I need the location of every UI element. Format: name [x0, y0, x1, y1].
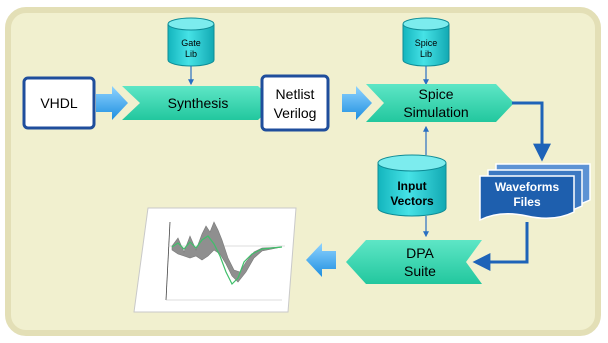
synthesis-step: Synthesis — [122, 86, 276, 120]
gate-lib-database-icon: Gate Lib — [167, 17, 215, 67]
waveforms-label-line1: Waveforms — [495, 180, 560, 194]
vhdl-box: VHDL — [22, 76, 96, 130]
dpa-suite-step: DPA Suite — [346, 240, 482, 284]
gate-lib-label-line1: Gate — [181, 38, 201, 48]
netlist-verilog-box: Netlist Verilog — [260, 74, 330, 132]
netlist-label-line1: Netlist — [276, 86, 315, 102]
dpa-label-line1: DPA — [406, 245, 434, 261]
spice-sim-label-line1: Spice — [418, 86, 453, 102]
spice-sim-label-line2: Simulation — [403, 104, 468, 120]
fat-arrow-icon — [96, 86, 128, 120]
synthesis-label: Synthesis — [168, 95, 229, 111]
spice-lib-label-line1: Spice — [415, 38, 438, 48]
netlist-label-line2: Verilog — [274, 105, 317, 121]
spice-lib-database-icon: Spice Lib — [402, 17, 450, 67]
gate-lib-label-line2: Lib — [185, 49, 197, 59]
spice-simulation-step: Spice Simulation — [366, 84, 514, 122]
dpa-label-line2: Suite — [404, 263, 436, 279]
input-vectors-label-line2: Vectors — [390, 194, 434, 208]
waveforms-to-dpa-arrow — [472, 222, 529, 271]
waveform-plot-thumbnail — [133, 207, 297, 313]
fat-arrow-icon — [306, 243, 336, 277]
vhdl-label: VHDL — [40, 95, 78, 111]
simulation-to-waveforms-arrow — [512, 101, 551, 162]
waveforms-label-line2: Files — [513, 195, 541, 209]
input-vectors-database-icon: Input Vectors — [377, 154, 447, 217]
document-stack-icon: Waveforms Files — [479, 163, 591, 222]
input-vectors-label-line1: Input — [397, 179, 426, 193]
fat-arrow-icon — [342, 86, 372, 120]
spice-lib-label-line2: Lib — [420, 49, 432, 59]
